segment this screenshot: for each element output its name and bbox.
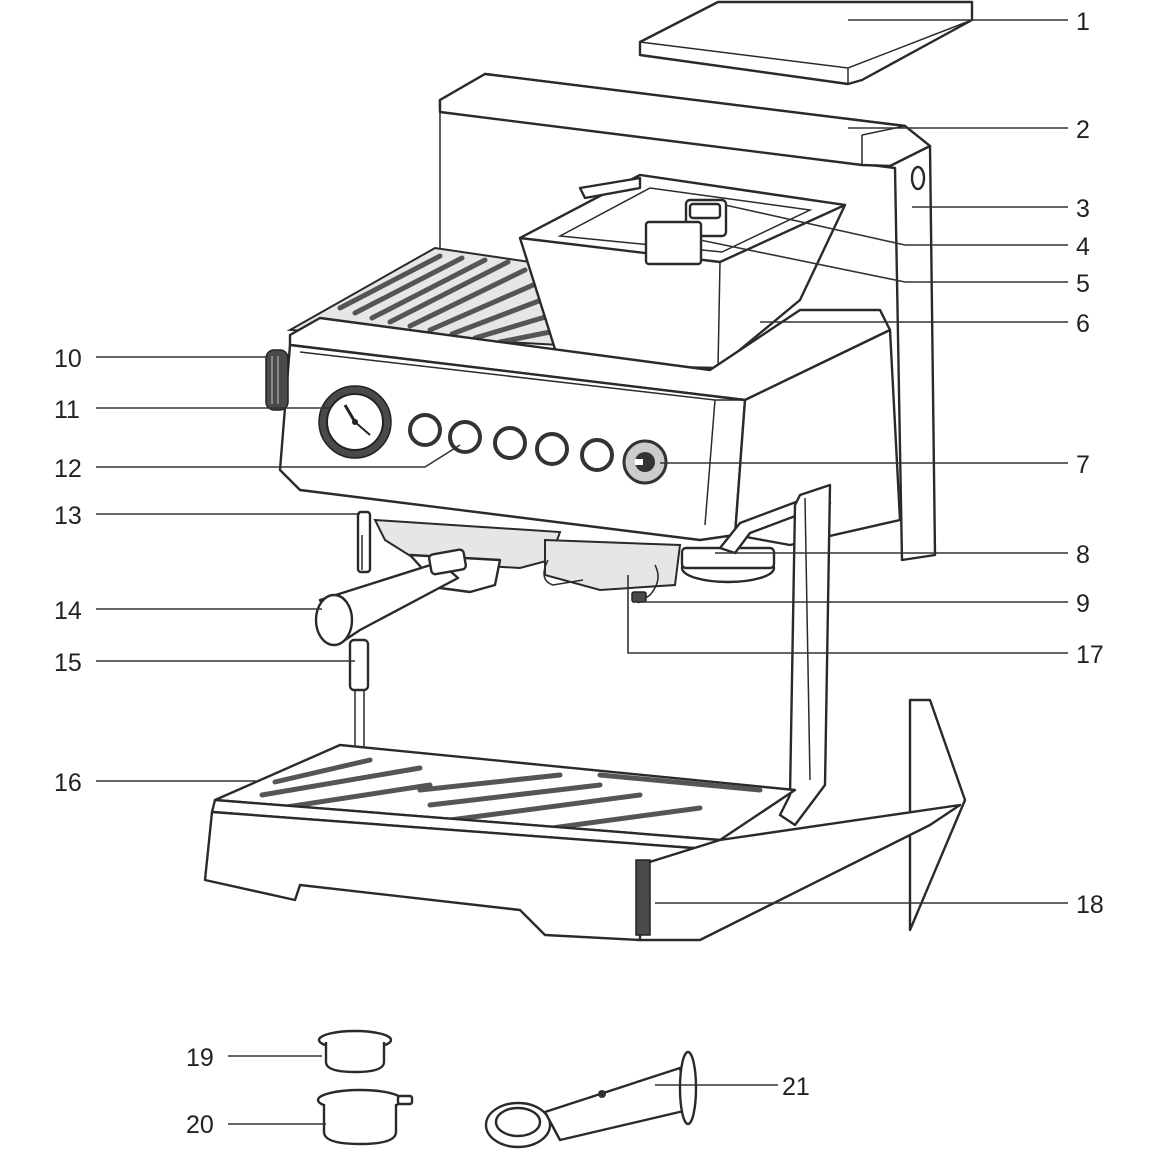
single-filter-basket bbox=[317, 1029, 393, 1074]
portafilter-handle bbox=[484, 1050, 698, 1149]
callout-label-4: 4 bbox=[1076, 233, 1090, 261]
machine-illustration bbox=[203, 0, 974, 942]
bean-hopper-lid bbox=[638, 0, 974, 86]
accessories bbox=[316, 1029, 698, 1149]
callout-label-19: 19 bbox=[186, 1044, 214, 1072]
callout-label-3: 3 bbox=[1076, 195, 1090, 223]
callout-label-17: 17 bbox=[1076, 641, 1104, 669]
callout-label-15: 15 bbox=[54, 649, 82, 677]
callout-label-13: 13 bbox=[54, 502, 82, 530]
pressure-gauge bbox=[318, 385, 392, 459]
grinder-outlet bbox=[543, 538, 682, 604]
double-filter-basket bbox=[316, 1088, 414, 1146]
callout-label-12: 12 bbox=[54, 455, 82, 483]
callout-label-14: 14 bbox=[54, 597, 82, 625]
callout-label-9: 9 bbox=[1076, 590, 1090, 618]
callout-label-1: 1 bbox=[1076, 8, 1090, 36]
callout-label-11: 11 bbox=[54, 396, 80, 424]
callout-label-5: 5 bbox=[1076, 270, 1090, 298]
callout-label-21: 21 bbox=[782, 1073, 810, 1101]
callout-label-7: 7 bbox=[1076, 451, 1090, 479]
callout-label-20: 20 bbox=[186, 1111, 214, 1139]
right-frame bbox=[778, 483, 832, 827]
callout-label-16: 16 bbox=[54, 769, 82, 797]
callout-label-10: 10 bbox=[54, 345, 82, 373]
callout-label-8: 8 bbox=[1076, 541, 1090, 569]
drip-tray bbox=[203, 743, 962, 942]
callout-label-18: 18 bbox=[1076, 891, 1104, 919]
bean-hopper bbox=[518, 173, 847, 370]
brew-group bbox=[314, 510, 562, 750]
callout-label-2: 2 bbox=[1076, 116, 1090, 144]
control-buttons bbox=[408, 413, 614, 472]
callout-labels: 1 2 3 4 5 6 7 8 9 17 18 10 11 12 13 14 1 bbox=[54, 8, 1104, 1139]
steam-dial bbox=[622, 439, 668, 485]
callout-label-6: 6 bbox=[1076, 310, 1090, 338]
